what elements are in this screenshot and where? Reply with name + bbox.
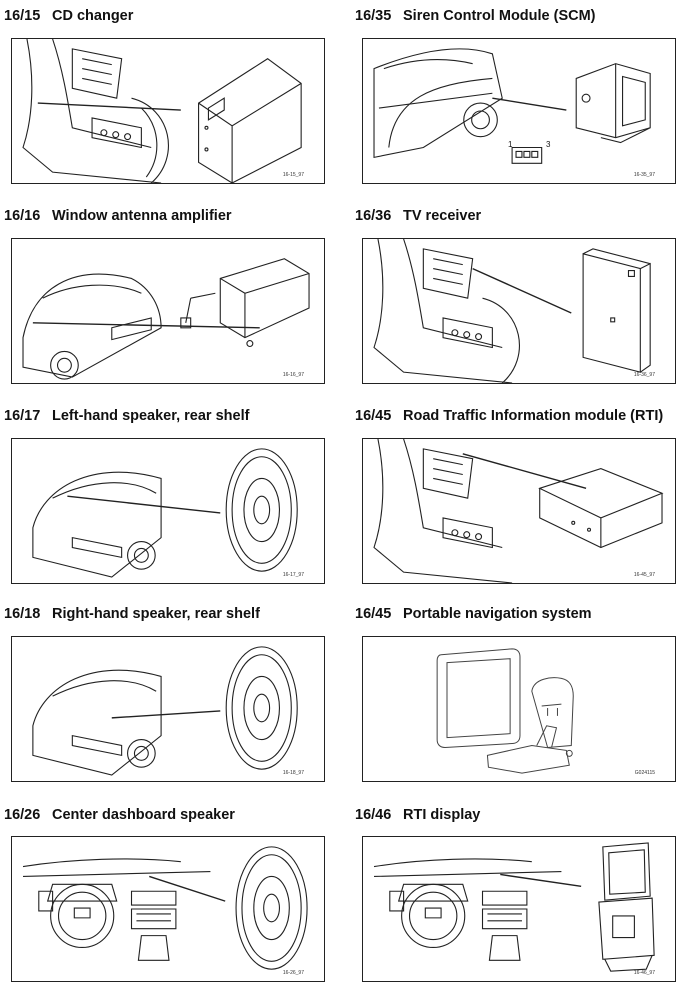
rti-display-illustration: 16-46_97 <box>362 836 676 982</box>
figure-reference: 16-16_97 <box>282 372 304 378</box>
figure-reference: 16-45_97 <box>633 572 655 578</box>
figure-reference: 16-46_97 <box>633 970 655 976</box>
section-code: 16/26 <box>4 807 41 823</box>
figure-reference: 16-17_97 <box>282 572 304 578</box>
right-speaker-illustration: 16-18_97 <box>11 636 325 782</box>
section-title: Siren Control Module (SCM) <box>403 8 596 24</box>
panel-title: 16/17 Left-hand speaker, rear shelf <box>4 408 249 424</box>
panel-title: 16/15 CD changer <box>4 8 133 24</box>
panel-title: 16/26 Center dashboard speaker <box>4 807 235 823</box>
left-speaker-illustration: 16-17_97 <box>11 438 325 584</box>
section-code: 16/17 <box>4 408 41 424</box>
section-code: 16/46 <box>355 807 392 823</box>
section-title: Window antenna amplifier <box>52 208 232 224</box>
section-title: CD changer <box>52 8 134 24</box>
section-title: RTI display <box>403 807 481 823</box>
figure-reference: 16-35_97 <box>633 172 655 178</box>
section-title: Road Traffic Information module (RTI) <box>403 408 664 424</box>
panel-title: 16/16 Window antenna amplifier <box>4 208 232 224</box>
figure-reference: G024115 <box>634 770 655 776</box>
section-title: Right-hand speaker, rear shelf <box>52 606 260 622</box>
connector-pin-label: 1 <box>508 140 513 149</box>
section-code: 16/16 <box>4 208 41 224</box>
section-title: Portable navigation system <box>403 606 592 622</box>
section-title: Left-hand speaker, rear shelf <box>52 408 250 424</box>
rti-module-illustration: 16-45_97 <box>362 438 676 584</box>
panel-title: 16/46 RTI display <box>355 807 480 823</box>
panel-title: 16/45 Portable navigation system <box>355 606 592 622</box>
cd-changer-illustration: 16-15_97 <box>11 38 325 184</box>
section-code: 16/35 <box>355 8 392 24</box>
figure-reference: 16-36_97 <box>633 372 655 378</box>
figure-reference: 16-15_97 <box>282 172 304 178</box>
dashboard-speaker-illustration: 16-26_97 <box>11 836 325 982</box>
figure-reference: 16-18_97 <box>282 770 304 776</box>
section-code: 16/45 <box>355 408 392 424</box>
section-code: 16/15 <box>4 8 41 24</box>
section-code: 16/18 <box>4 606 41 622</box>
section-title: Center dashboard speaker <box>52 807 235 823</box>
panel-title: 16/35 Siren Control Module (SCM) <box>355 8 596 24</box>
panel-title: 16/45 Road Traffic Information module (RT… <box>355 408 663 424</box>
section-code: 16/45 <box>355 606 392 622</box>
antenna-amplifier-illustration: 16-16_97 <box>11 238 325 384</box>
portable-navigation-illustration: G024115 <box>362 636 676 782</box>
figure-reference: 16-26_97 <box>282 970 304 976</box>
section-title: TV receiver <box>403 208 482 224</box>
section-code: 16/36 <box>355 208 392 224</box>
siren-module-illustration: 1 3 16-35_97 <box>362 38 676 184</box>
connector-pin-label: 3 <box>546 140 551 149</box>
tv-receiver-illustration: 16-36_97 <box>362 238 676 384</box>
panel-title: 16/36 TV receiver <box>355 208 481 224</box>
panel-title: 16/18 Right-hand speaker, rear shelf <box>4 606 260 622</box>
